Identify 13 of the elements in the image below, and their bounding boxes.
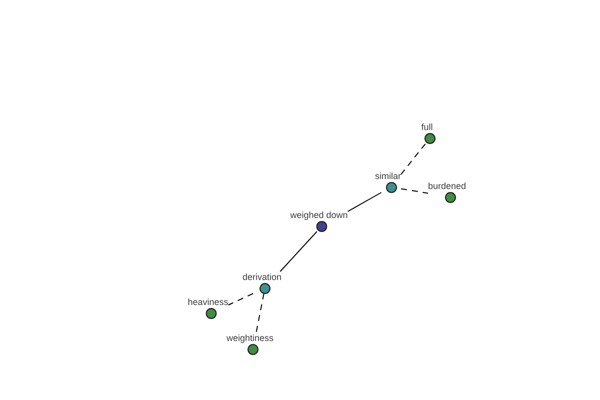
connector-line: [280, 231, 318, 272]
dashed-connector: [256, 293, 264, 333]
dashed-connector: [400, 143, 426, 175]
dashed-connector: [400, 188, 428, 194]
node-label: derivation: [242, 272, 282, 282]
node-label: burdened: [428, 180, 466, 190]
node-label: heaviness: [188, 296, 228, 306]
node-label: weighed down: [290, 210, 348, 220]
node-label: similar: [375, 170, 401, 180]
node-label: weightiness: [226, 332, 274, 342]
node-label: full: [421, 122, 433, 132]
dashed-connector: [228, 293, 254, 306]
connector-line: [347, 192, 382, 212]
